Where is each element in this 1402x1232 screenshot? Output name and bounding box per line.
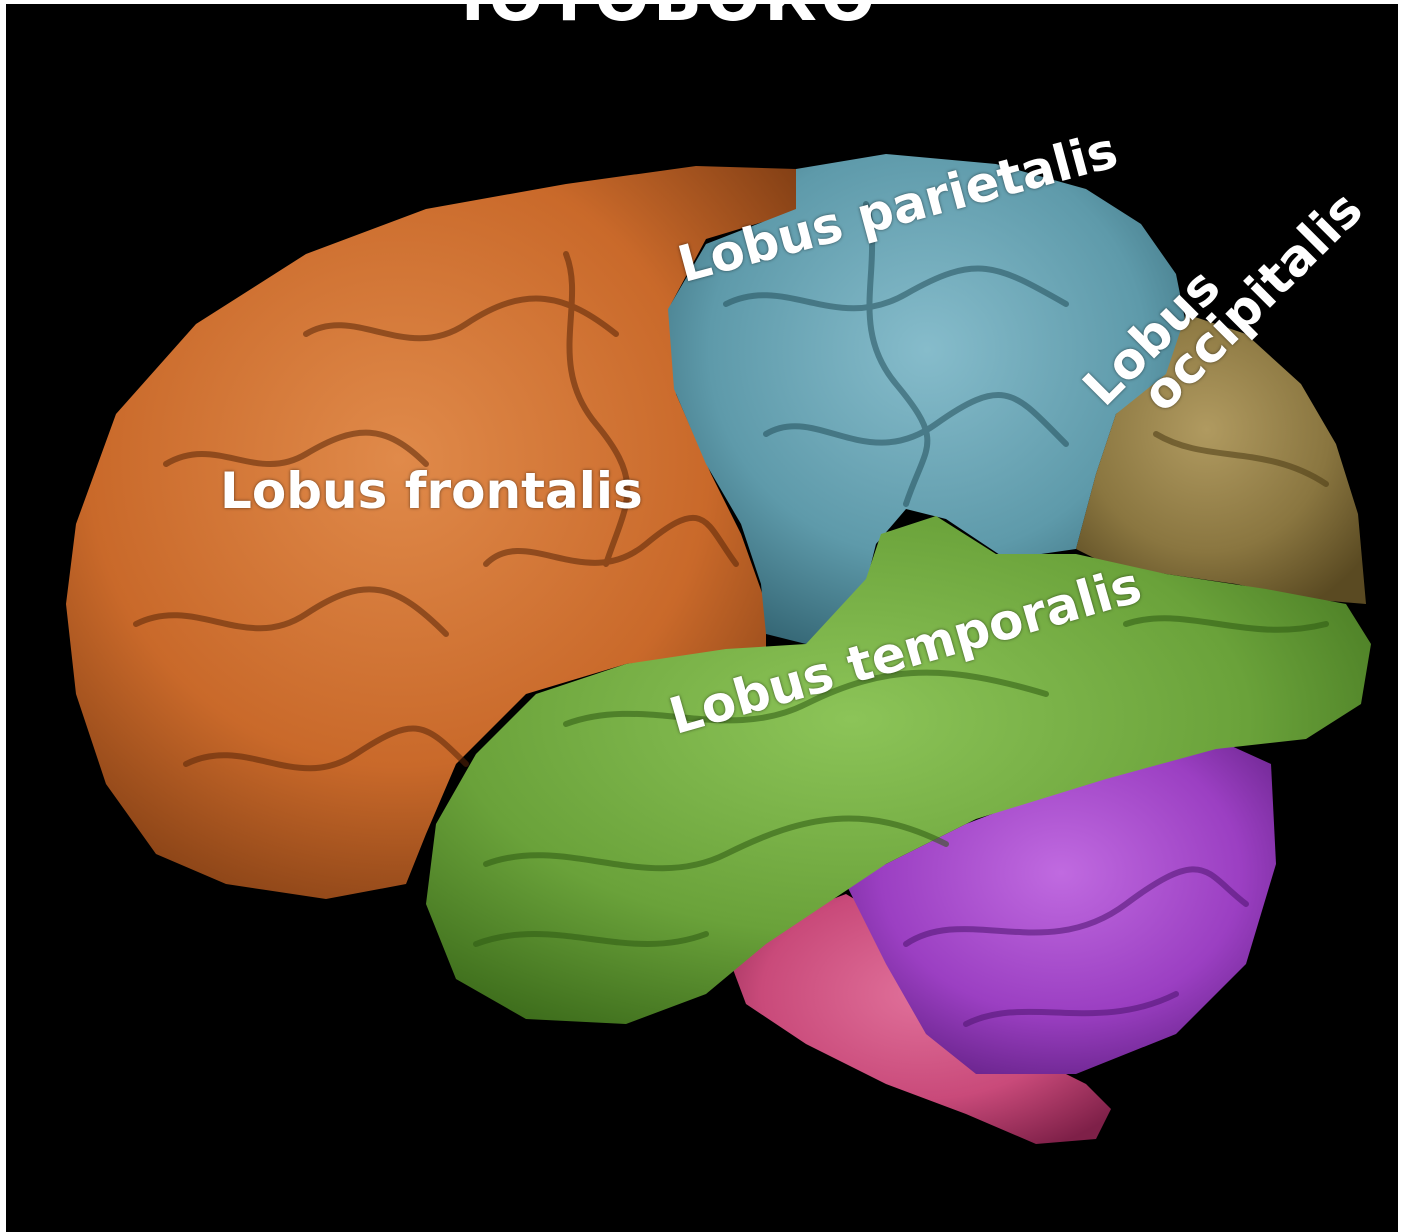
frontal-lobe-label: Lobus frontalis	[220, 466, 643, 516]
image-panel: ЧОТОВОКО	[6, 4, 1398, 1232]
brain-illustration	[6, 4, 1398, 1232]
